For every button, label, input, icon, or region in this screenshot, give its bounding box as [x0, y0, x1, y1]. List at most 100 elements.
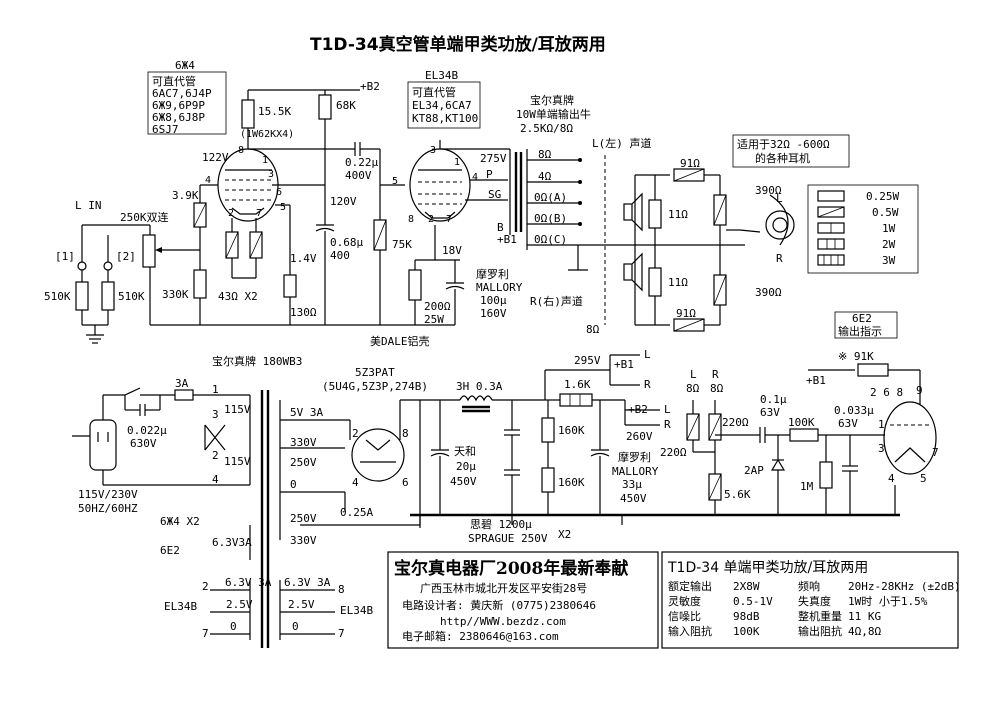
label-out-r2: R — [664, 418, 671, 431]
label-pri2: 115V — [224, 455, 251, 468]
label-hr-25: 2.5V — [288, 598, 315, 611]
resistor-1m — [819, 461, 833, 489]
label-330k: 330K — [162, 288, 189, 301]
label-330b: 330V — [290, 534, 317, 547]
ptx-pin-3: 3 — [212, 408, 219, 421]
label-20u: 20μ — [456, 460, 476, 473]
label-220-b: 220Ω — [660, 446, 687, 459]
power-switch[interactable] — [124, 387, 141, 396]
input-jack-r[interactable] — [103, 261, 113, 271]
power-pin-7: 7 — [446, 214, 452, 225]
label-91-top: 91Ω — [680, 157, 700, 170]
label-130: 130Ω — [290, 306, 317, 319]
spec-cell-2-2: 整机重量 — [798, 609, 842, 623]
input-jack-l[interactable] — [77, 261, 87, 271]
label-tianhe: 天和 — [454, 445, 476, 458]
label-ind-r: R — [712, 368, 719, 381]
spec-cell-3-3: 4Ω,8Ω — [848, 625, 881, 638]
label-160k-b: 160K — [558, 476, 585, 489]
label-9: 9 — [916, 384, 923, 397]
label-100u: 100μ — [480, 294, 507, 307]
speaker-left — [623, 203, 633, 221]
spec-cell-2-1: 98dB — [733, 610, 760, 623]
label-out-r1: R — [644, 378, 651, 391]
spec-title: T1D-34 单端甲类功放/耳放两用 — [667, 560, 868, 576]
label-el34-right: EL34B — [340, 604, 373, 617]
label-220-a: 220Ω — [722, 416, 749, 429]
label-250b: 250V — [290, 512, 317, 525]
label-025a: 0.25A — [340, 506, 373, 519]
label-pri1: 115V — [224, 403, 251, 416]
driver-sub3: 6Ж8,6J8P — [152, 111, 205, 124]
label-0022u: 0.022μ — [127, 424, 167, 437]
label-hr-0: 0 — [292, 620, 299, 633]
headphone-note-1: 适用于32Ω -600Ω — [737, 138, 830, 151]
maker-email[interactable]: 电子邮箱: 2380646@163.com — [402, 629, 559, 643]
power-pin-8: 8 — [408, 214, 414, 225]
label-275v: 275V — [480, 152, 507, 165]
driver-sub1: 6AC7,6J4P — [152, 87, 212, 100]
label-mallory-en: MALLORY — [476, 281, 523, 294]
power-pin-4: 4 — [472, 172, 478, 183]
label-63v-b: 63V — [838, 417, 858, 430]
label-400v: 400V — [345, 169, 372, 182]
label-ind-5: 5 — [920, 472, 927, 485]
hr-pin-7: 7 — [338, 627, 345, 640]
label-260v: 260V — [626, 430, 653, 443]
label-b1-ind: +B1 — [806, 374, 826, 387]
label-43x2: 43Ω X2 — [218, 290, 258, 303]
resistor-510k-a — [75, 281, 89, 311]
label-63v3a: 6.3V3A — [212, 536, 252, 549]
spec-cell-1-3: 1W时 小于1.5% — [848, 595, 928, 608]
label-100k: 100K — [788, 416, 815, 429]
label-indicator: 输出指示 — [838, 324, 882, 338]
label-3k9: 3.9K — [172, 189, 199, 202]
resistor-11-top — [648, 199, 662, 229]
label-b2-driver: +B2 — [360, 80, 380, 93]
headphone-jack[interactable] — [765, 210, 795, 240]
label-330a: 330V — [290, 436, 317, 449]
label-01u: 0.1μ — [760, 393, 787, 406]
rect-pin-4: 4 — [352, 476, 359, 489]
label-heater-6e2: 6E2 — [160, 544, 180, 557]
driver-sub-title: 可直代管 — [152, 74, 196, 88]
headphone-note-2: 的各种耳机 — [755, 151, 810, 165]
label-390-bot: 390Ω — [755, 286, 782, 299]
label-ind-1: 1 — [878, 418, 885, 431]
label-450v-2: 450V — [620, 492, 647, 505]
label-33u: 33μ — [622, 478, 642, 491]
volume-pot[interactable] — [142, 234, 156, 268]
label-510k-b: 510K — [118, 290, 145, 303]
power-pin-1: 1 — [454, 157, 460, 168]
maker-url[interactable]: http//WWW.bezdz.com — [440, 615, 566, 628]
label-sprague-en: SPRAGUE 250V — [468, 532, 548, 545]
page-title: T1D-34真空管单端甲类功放/耳放两用 — [310, 34, 606, 55]
label-390-top: 390Ω — [755, 184, 782, 197]
label-otx-brand: 宝尔真牌 — [530, 93, 574, 107]
resistor-91k — [857, 363, 889, 377]
driver-pin-1: 1 — [262, 155, 268, 166]
resistor-100k — [789, 428, 819, 442]
tap-0a: 0Ω(A) — [534, 191, 567, 204]
spec-cell-0-1: 2X8W — [733, 580, 760, 593]
resistor-1k6 — [559, 393, 593, 407]
driver-sub2: 6Ж9,6P9P — [152, 99, 205, 112]
hl-pin-7: 7 — [202, 627, 209, 640]
rect-pin-6: 6 — [402, 476, 409, 489]
resistor-11-bot — [648, 267, 662, 297]
label-x2: X2 — [558, 528, 571, 541]
power-sub-title: 可直代管 — [412, 85, 456, 99]
label-b1-ps: +B1 — [614, 358, 634, 371]
label-122v: 122V — [202, 151, 229, 164]
tap-0b: 0Ω(B) — [534, 212, 567, 225]
label-pot: 250K双连 — [120, 211, 169, 224]
label-el34-left: EL34B — [164, 600, 197, 613]
rect-pin-2: 2 — [352, 427, 359, 440]
driver-pin-7: 7 — [256, 208, 262, 219]
label-400: 400 — [330, 249, 350, 262]
label-75k: 75K — [392, 238, 412, 251]
spec-cell-3-1: 100K — [733, 625, 760, 638]
label-rect-subs: (5U4G,5Z3P,274B) — [322, 380, 428, 393]
resistor-160k-a — [541, 417, 555, 443]
